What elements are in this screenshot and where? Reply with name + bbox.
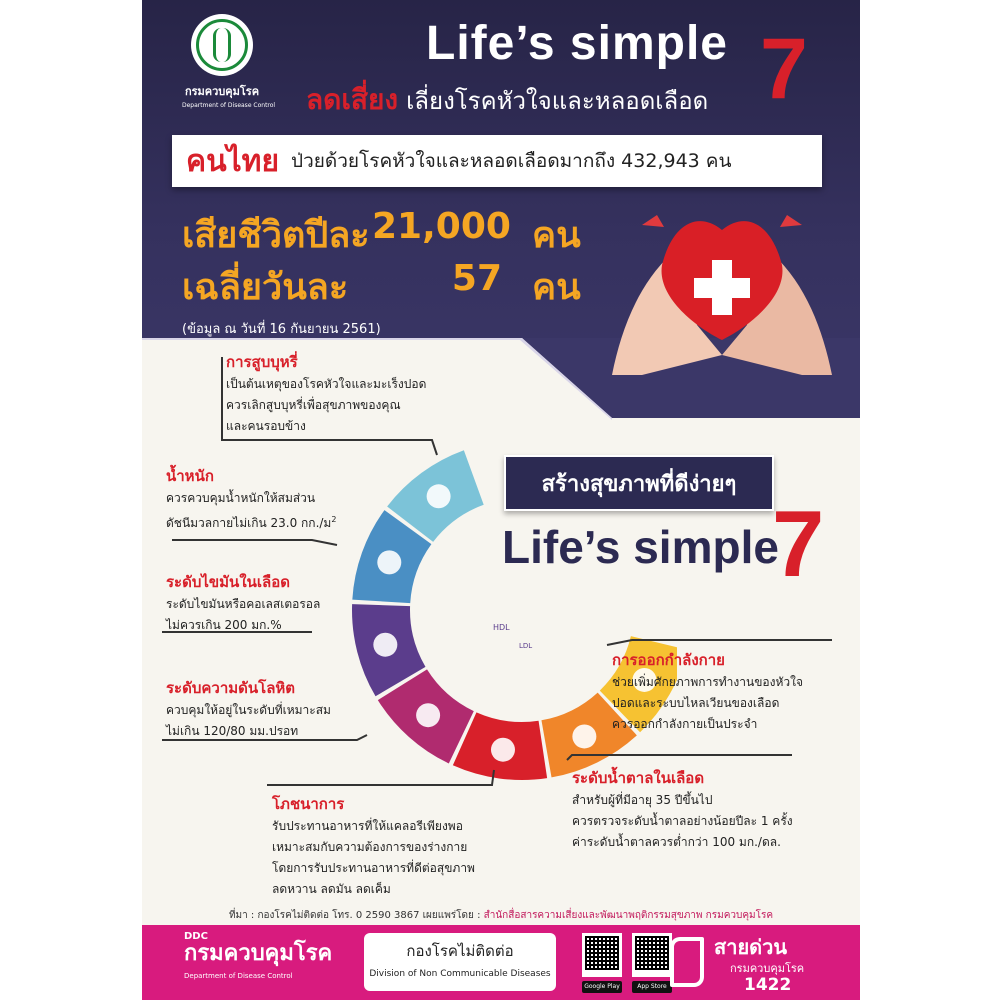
footer: DDC กรมควบคุมโรค Department of Disease C… [142,925,860,1000]
source-line: ที่มา : กองโรคไม่ติดต่อ โทร. 0 2590 3867… [142,908,860,923]
exercise-icon [632,667,657,692]
callout-title: โภชนาการ [272,795,345,813]
hotline-number: 1422 [744,975,792,995]
callout-line: และคนรอบข้าง [226,419,306,433]
ddc-th: กรมควบคุมโรค [184,941,333,966]
callout-blood-sugar: ระดับน้ำตาลในเลือด สำหรับผู้ที่มีอายุ 35… [572,766,793,853]
callout-line: ปอดและระบบไหลเวียนของเลือด [612,696,780,710]
hands-heart-illustration [612,215,832,375]
ring-segments [352,450,677,780]
callout-line: ค่าระดับน้ำตาลควรต่ำกว่า 100 มก./ดล. [572,835,781,849]
callout-title: ระดับไขมันในเลือด [166,573,290,591]
callout-line: เป็นต้นเหตุของโรคหัวใจและมะเร็งปอด [226,377,427,391]
callout-line: เหมาะสมกับความต้องการของร่างกาย [272,840,468,854]
death-unit: คน [532,267,581,308]
callout-exercise: การออกกำลังกาย ช่วยเพิ่มศักยภาพการทำงานข… [612,648,803,735]
callout-title: ระดับความดันโลหิต [166,679,296,697]
callout-line: ควรควบคุมน้ำหนักให้สมส่วน [166,491,316,505]
callout-line: รับประทานอาหารที่ให้แคลอรีเพียงพอ [272,819,463,833]
superscript: 2 [331,515,337,524]
callout-line: สำหรับผู้ที่มีอายุ 35 ปีขึ้นไป [572,793,713,807]
google-play-badge[interactable]: Google Play [582,981,622,993]
healthy-badge: สร้างสุขภาพที่ดีง่ายๆ [504,455,774,511]
ncd-box: กองโรคไม่ติดต่อ Division of Non Communic… [364,933,556,991]
death-stat-year: เสียชีวิตปีละ 21,000 คน [182,206,581,263]
death-value: 21,000 [372,206,511,247]
main-title-seven: 7 [760,21,808,117]
ddc-abbr: DDC [184,931,208,942]
hotline-sub: กรมควบคุมโรค [730,962,805,975]
callout-line: ควรออกกำลังกายเป็นประจำ [612,717,758,731]
callout-line: ดัชนีมวลกายไม่เกิน 23.0 กก./ม2 [166,515,337,530]
life-simple-seven: 7 [772,491,825,596]
callout-title: การออกกำลังกาย [612,651,725,669]
death-label: เฉลี่ยวันละ [182,267,349,308]
ldl-label: LDL [519,642,532,650]
subtitle-white: เลี่ยงโรคหัวใจและหลอดเลือด [406,87,709,115]
hotline-label: สายด่วน [714,935,788,959]
logo-th-label: กรมควบคุมโรค [184,85,260,98]
death-stat-day: เฉลี่ยวันละ 57 คน [182,258,581,315]
qr-code-icon[interactable] [582,933,622,977]
phone-icon [670,937,704,987]
cholesterol-icon [373,632,398,657]
callout-title: การสูบบุหรี่ [226,353,298,371]
blood-pressure-icon [416,703,441,728]
ddc-en: Department of Disease Control [184,972,293,980]
callout-nutrition: โภชนาการ รับประทานอาหารที่ให้แคลอรีเพียง… [272,792,475,900]
qr-code-icon[interactable] [632,933,672,977]
callout-blood-pressure: ระดับความดันโลหิต ควบคุมให้อยู่ในระดับที… [166,676,331,742]
ncd-en: Division of Non Communicable Diseases [369,969,551,979]
source-highlight: สำนักสื่อสารความเสี่ยงและพัฒนาพฤติกรรมสุ… [483,910,774,921]
callout-cholesterol: ระดับไขมันในเลือด ระดับไขมันหรือคอเลสเตอ… [166,570,320,636]
ministry-logo: กรมควบคุมโรค Department of Disease Contr… [182,14,276,109]
callout-smoking: การสูบบุหรี่ เป็นต้นเหตุของโรคหัวใจและมะ… [226,350,426,437]
callout-line: ไม่เกิน 120/80 มม.ปรอท [166,724,299,738]
source-prefix: ที่มา : กองโรคไม่ติดต่อ โทร. 0 2590 3867… [228,910,484,921]
poster: กรมควบคุมโรค Department of Disease Contr… [142,0,860,1000]
ministry-seal-icon [191,14,253,76]
nutrition-icon [490,737,515,762]
callout-title: ระดับน้ำตาลในเลือด [572,769,705,787]
callout-line: ไม่ควรเกิน 200 มก.% [166,618,282,632]
callout-line: ระดับไขมันหรือคอเลสเตอรอล [166,597,321,611]
ddc-logo: DDC กรมควบคุมโรค Department of Disease C… [184,931,332,980]
callout-line: ควบคุมให้อยู่ในระดับที่เหมาะสม [166,703,331,717]
logo-en-label: Department of Disease Control [182,102,276,109]
death-note: (ข้อมูล ณ วันที่ 16 กันยายน 2561) [182,322,381,337]
death-value: 57 [451,258,502,299]
app-store-badge[interactable]: App Store [632,981,672,993]
callout-title: น้ำหนัก [166,467,214,485]
callout-line: ควรตรวจระดับน้ำตาลอย่างน้อยปีละ 1 ครั้ง [572,814,793,828]
callout-line: ลดหวาน ลดมัน ลดเค็ม [272,882,391,896]
death-unit: คน [532,215,581,256]
hotline: สายด่วน กรมควบคุมโรค 1422 [670,931,850,995]
weight-icon [377,550,402,575]
life-simple-ring: HDL LDL [352,450,677,780]
life-simple-title: Life’s simple [502,521,779,573]
callout-line: โดยการรับประทานอาหารที่ดีต่อสุขภาพ [272,861,475,875]
death-label: เสียชีวิตปีละ [182,215,370,256]
callout-line: ช่วยเพิ่มศักยภาพการทำงานของหัวใจ [612,675,804,689]
patients-stat-bar: คนไทย ป่วยด้วยโรคหัวใจและหลอดเลือดมากถึง… [172,135,822,187]
subtitle: ลดเสี่ยงเลี่ยงโรคหัวใจและหลอดเลือด [306,78,708,122]
blood-sugar-icon [572,724,597,749]
hdl-label: HDL [493,623,510,632]
callout-weight: น้ำหนัก ควรควบคุมน้ำหนักให้สมส่วน ดัชนีม… [166,464,336,534]
ncd-th: กองโรคไม่ติดต่อ [406,942,514,960]
subtitle-red: ลดเสี่ยง [306,83,399,116]
smoking-icon [426,484,451,509]
callout-line: ควรเลิกสูบบุหรี่เพื่อสุขภาพของคุณ [226,398,401,412]
stat-text: ป่วยด้วยโรคหัวใจและหลอดเลือดมากถึง 432,9… [291,150,732,172]
stat-red: คนไทย [186,143,280,179]
main-title: Life’s simple [426,17,728,70]
